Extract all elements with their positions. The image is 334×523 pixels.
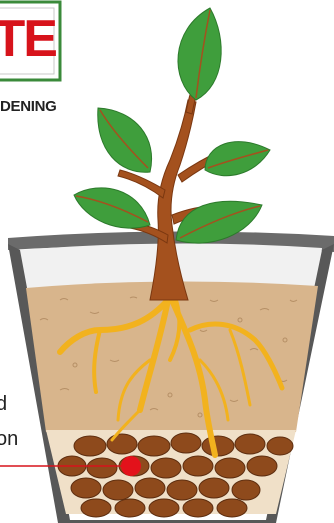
leaf-left-lower	[74, 188, 150, 228]
callout-label-line1: d	[0, 393, 7, 416]
leaf-top	[178, 8, 221, 100]
callout-marker	[121, 456, 141, 476]
plant-leaves	[74, 8, 270, 243]
callout-label-line2: on	[0, 428, 18, 451]
